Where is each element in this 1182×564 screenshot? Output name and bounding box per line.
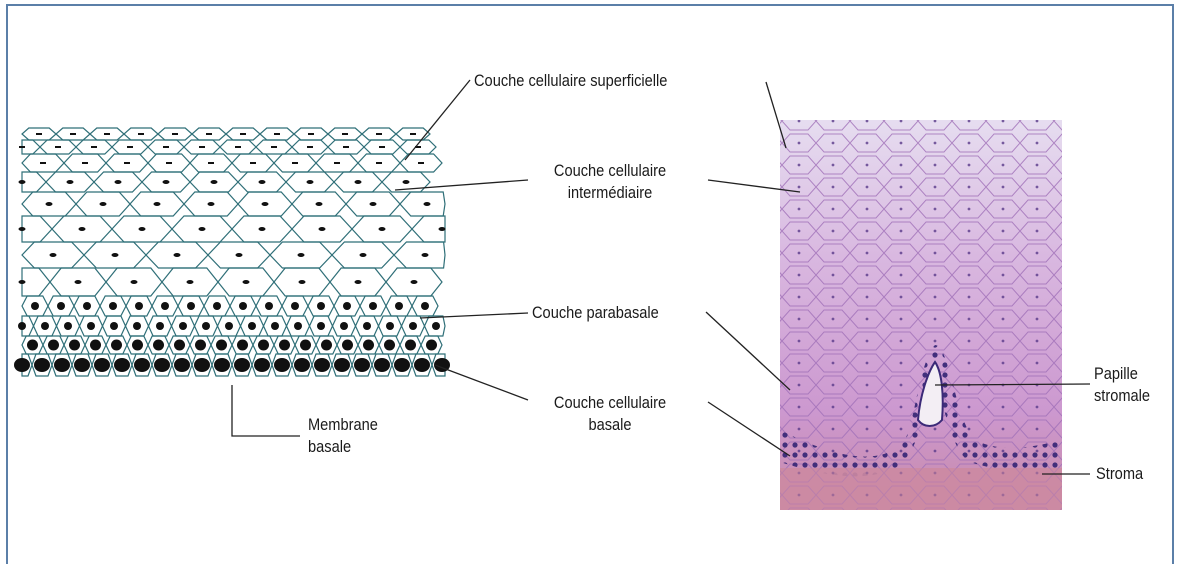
label-papilla-line2: stromale [1094, 385, 1150, 407]
label-basal-line2: basale [524, 414, 696, 436]
label-stroma: Stroma [1096, 463, 1143, 485]
label-basement-membrane: Membrane basale [308, 414, 378, 458]
leader-papilla [935, 384, 1090, 385]
leader-parabasal-left [420, 313, 528, 318]
label-superficial-layer: Couche cellulaire superficielle [474, 70, 667, 92]
label-intermediate-line1: Couche cellulaire [524, 160, 696, 182]
leader-intermediate-left [395, 180, 528, 190]
label-intermediate-line2: intermédiaire [524, 182, 696, 204]
label-intermediate-layer: Couche cellulaire intermédiaire [524, 160, 696, 204]
leader-superficial-left [405, 80, 470, 160]
leader-membrane [232, 385, 300, 436]
label-membrane-line2: basale [308, 436, 378, 458]
label-papilla-line1: Papille [1094, 363, 1150, 385]
leader-superficial-right [766, 82, 786, 148]
label-parabasal-layer: Couche parabasale [532, 302, 659, 324]
label-membrane-line1: Membrane [308, 414, 378, 436]
leader-parabasal-right [706, 312, 790, 390]
leader-intermediate-right [708, 180, 800, 192]
label-stromal-papilla: Papille stromale [1094, 363, 1150, 407]
leader-basal-right [708, 402, 790, 456]
label-basal-line1: Couche cellulaire [524, 392, 696, 414]
label-basal-layer: Couche cellulaire basale [524, 392, 696, 436]
leader-basal-left [435, 365, 528, 400]
